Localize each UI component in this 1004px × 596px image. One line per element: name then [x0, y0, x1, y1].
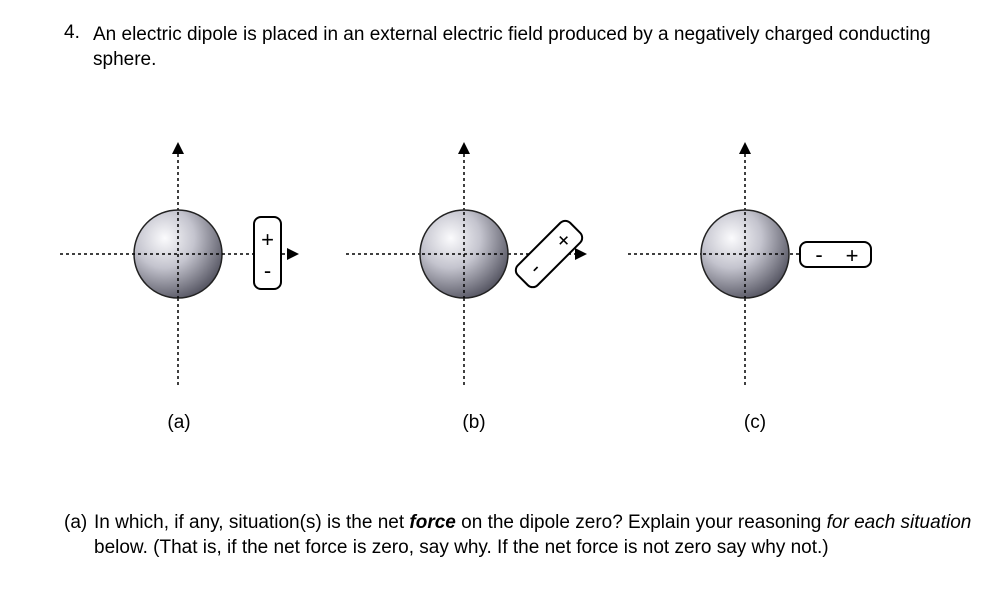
part-a-text-2: on the dipole zero? Explain your reasoni…: [455, 512, 827, 533]
panel-b: + -: [346, 142, 587, 385]
panel-a-label: (a): [167, 412, 191, 433]
part-a-text-3: below. (That is, if the net force is zer…: [94, 537, 829, 558]
question-number: 4.: [64, 22, 80, 43]
part-a-emph-for: for each situation: [826, 512, 972, 533]
panel-c-dipole: [799, 241, 872, 268]
panel-a-minus-charge: -: [264, 258, 271, 283]
dipole-figure: + - + - - +: [60, 142, 872, 385]
panel-b-label: (b): [462, 412, 486, 433]
panel-c-label: (c): [743, 412, 767, 433]
part-a-emph-force: force: [409, 512, 456, 533]
panel-c: - +: [628, 142, 872, 385]
part-a-label: (a): [64, 512, 88, 533]
part-a-text-1: In which, if any, situation(s) is the ne…: [94, 512, 410, 533]
part-a-text: In which, if any, situation(s) is the ne…: [94, 510, 984, 560]
panel-c-minus-charge: -: [815, 242, 822, 267]
panel-c-plus-charge: +: [846, 243, 859, 268]
panel-a: + -: [60, 142, 299, 385]
panel-a-dipole: [253, 216, 282, 290]
panel-a-plus-charge: +: [261, 227, 274, 252]
question-text: An electric dipole is placed in an exter…: [93, 24, 931, 70]
panel-b-dipole: + -: [514, 219, 584, 289]
